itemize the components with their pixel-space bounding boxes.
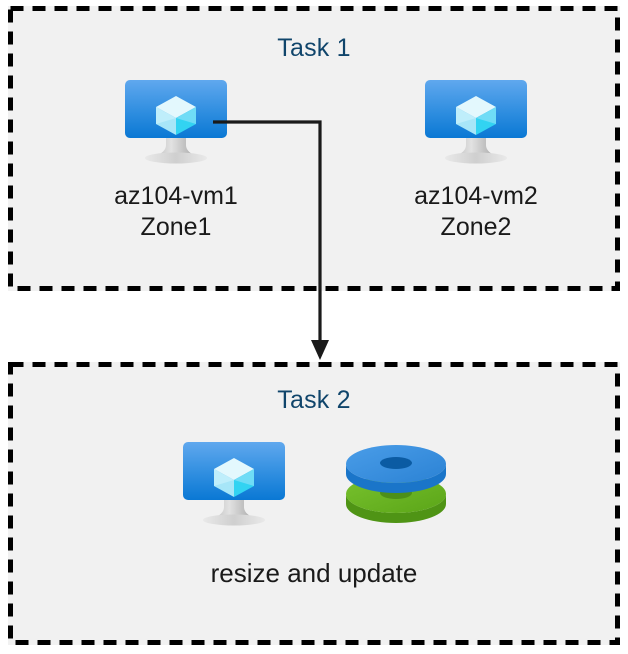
node-az104-vm1: az104-vm1 Zone1	[56, 78, 296, 243]
virtual-machine-icon	[180, 440, 288, 526]
virtual-machine-icon	[422, 78, 530, 164]
managed-disks-icon	[344, 440, 448, 526]
task-2-container: Task 2	[8, 362, 620, 645]
task-2-caption: resize and update	[210, 558, 418, 588]
task-1-container: Task 1	[8, 6, 620, 291]
node-az104-vm2-zone: Zone2	[440, 213, 512, 241]
task-1-title: Task 1	[277, 34, 351, 62]
virtual-machine-icon	[122, 78, 230, 164]
node-az104-vm1-name: az104-vm1	[114, 182, 238, 210]
task-2-icon-row	[8, 440, 620, 526]
node-az104-vm2: az104-vm2 Zone2	[356, 78, 596, 243]
node-az104-vm1-zone: Zone1	[140, 213, 212, 241]
task-2-title: Task 2	[277, 386, 351, 414]
node-az104-vm2-name: az104-vm2	[414, 182, 538, 210]
